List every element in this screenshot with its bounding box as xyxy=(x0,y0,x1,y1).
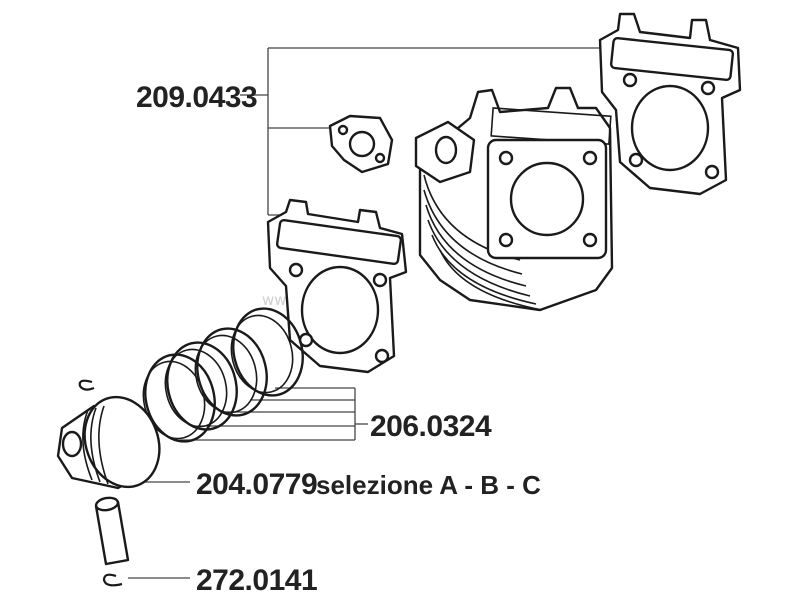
label-pin-clips: 272.0141 xyxy=(196,564,317,597)
exhaust-gasket xyxy=(328,114,394,174)
label-piston-selection: selezione A - B - C xyxy=(316,470,541,500)
piston xyxy=(56,395,161,490)
base-gasket xyxy=(266,198,408,374)
circlip-top xyxy=(78,379,95,391)
circlip-bottom xyxy=(102,573,123,587)
label-gasket-set: 209.0433 xyxy=(136,81,257,114)
label-piston-rings: 206.0324 xyxy=(370,410,492,443)
cylinder xyxy=(414,86,614,312)
piston-pin xyxy=(94,496,130,566)
piston-rings xyxy=(142,307,304,443)
ring-leaders xyxy=(180,387,368,441)
head-gasket xyxy=(598,12,742,196)
label-piston-code: 204.0779 xyxy=(196,468,317,501)
